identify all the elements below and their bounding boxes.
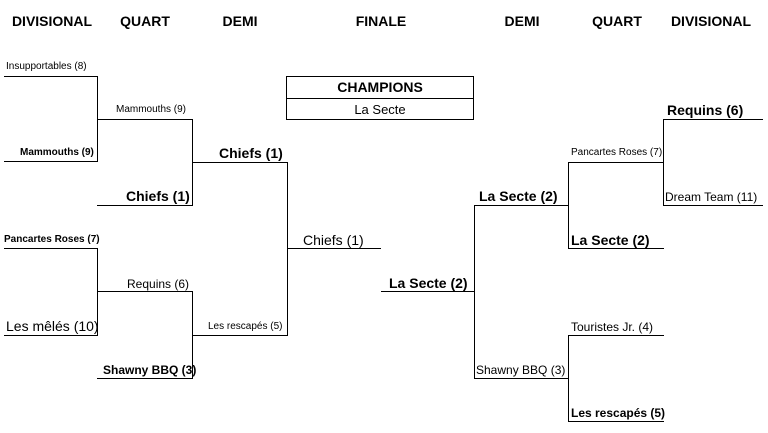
right-quart-team: Touristes Jr. (4) — [571, 320, 654, 334]
champions-box: CHAMPIONS La Secte — [286, 76, 474, 120]
left-divisional-team: Pancartes Roses (7) — [4, 234, 100, 245]
right-quart-team: Les rescapés (5) — [571, 406, 666, 420]
connector-right-quart-bottom — [568, 335, 569, 422]
header-right-divisional: DIVISIONAL — [670, 13, 752, 29]
line-left-div-4 — [4, 335, 98, 336]
connector-right-demi — [474, 205, 475, 379]
left-divisional-team: Insupportables (8) — [6, 61, 87, 72]
header-left-demi: DEMI — [222, 13, 258, 29]
finale-right-team: La Secte (2) — [389, 275, 468, 291]
left-divisional-team: Mammouths (9) — [20, 147, 94, 158]
line-left-quart-3 — [97, 291, 193, 292]
line-right-quart-1 — [568, 162, 664, 163]
left-quart-team: Shawny BBQ (3) — [103, 363, 197, 377]
line-left-div-2 — [4, 161, 98, 162]
left-quart-team: Requins (6) — [127, 277, 190, 291]
champions-team: La Secte — [354, 102, 406, 117]
left-quart-team: Chiefs (1) — [126, 188, 190, 204]
line-left-demi-2 — [192, 335, 288, 336]
header-left-divisional: DIVISIONAL — [11, 13, 93, 29]
left-demi-team: Les rescapés (5) — [208, 321, 283, 332]
line-right-demi-1 — [474, 205, 569, 206]
line-left-div-1 — [4, 76, 98, 77]
left-divisional-team: Les mêlés (10) — [6, 318, 99, 334]
line-right-quart-4 — [568, 421, 664, 422]
line-right-demi-2 — [474, 378, 569, 379]
right-divisional-team: Requins (6) — [667, 102, 744, 118]
right-quart-team: La Secte (2) — [571, 232, 650, 248]
header-finale: FINALE — [355, 13, 407, 29]
connector-right-div — [663, 119, 664, 206]
connector-left-demi — [287, 162, 288, 336]
line-finale-right — [381, 291, 475, 292]
line-finale-left — [287, 248, 381, 249]
connector-left-div-bottom — [97, 248, 98, 336]
line-left-div-3 — [4, 248, 98, 249]
line-left-quart-2 — [97, 205, 193, 206]
line-right-div-1 — [663, 119, 763, 120]
connector-right-quart-top — [568, 162, 569, 249]
right-demi-team: Shawny BBQ (3) — [476, 363, 566, 377]
line-right-div-2 — [663, 205, 763, 206]
right-demi-team: La Secte (2) — [479, 188, 558, 204]
line-right-quart-2 — [568, 248, 664, 249]
right-divisional-team: Dream Team (11) — [665, 190, 758, 204]
line-left-quart-1 — [97, 119, 193, 120]
left-demi-team: Chiefs (1) — [219, 145, 283, 161]
finale-left-team: Chiefs (1) — [303, 232, 364, 248]
right-quart-team: Pancartes Roses (7) — [571, 147, 663, 158]
line-left-quart-4 — [97, 378, 193, 379]
header-left-quart: QUART — [120, 13, 170, 29]
left-quart-team: Mammouths (9) — [116, 104, 187, 115]
line-left-demi-1 — [192, 162, 288, 163]
header-right-demi: DEMI — [504, 13, 540, 29]
header-right-quart: QUART — [592, 13, 642, 29]
line-right-quart-3 — [568, 335, 664, 336]
champions-label: CHAMPIONS — [287, 77, 473, 99]
